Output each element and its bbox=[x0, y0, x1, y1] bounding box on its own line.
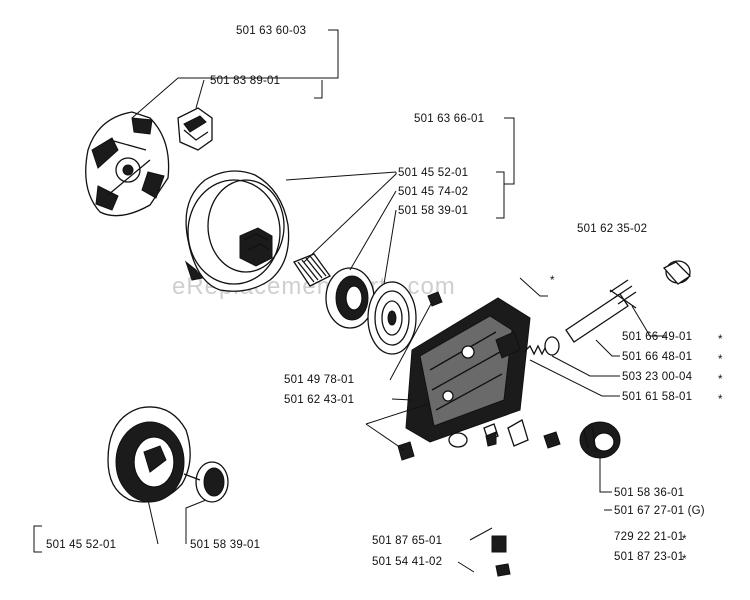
spare-drum-part bbox=[107, 406, 191, 503]
part-label: 501 58 36-01 bbox=[614, 487, 684, 499]
asterisk: * bbox=[718, 394, 723, 406]
pump-piston-part bbox=[565, 279, 637, 343]
part-label: 501 58 39-01 bbox=[190, 539, 260, 551]
part-label: 501 45 74-02 bbox=[398, 186, 468, 198]
part-label: 501 87 23-01 bbox=[614, 551, 684, 563]
part-label: 501 61 58-01 bbox=[622, 391, 692, 403]
washer-part bbox=[367, 281, 417, 355]
part-label: 501 54 41-02 bbox=[372, 556, 442, 568]
part-label: 501 83 89-01 bbox=[210, 75, 280, 87]
part-label: 501 67 27-01 (G) bbox=[614, 505, 705, 517]
spare-washer-part bbox=[183, 461, 229, 503]
part-label: 501 66 48-01 bbox=[622, 351, 692, 363]
part-label: 501 63 66-01 bbox=[414, 113, 484, 125]
asterisk: * bbox=[718, 334, 723, 346]
part-labels: 501 63 60-03 501 83 89-01 501 63 66-01 5… bbox=[46, 25, 705, 568]
part-label: 501 45 52-01 bbox=[46, 539, 116, 551]
part-label: 501 63 60-03 bbox=[236, 25, 306, 37]
rim-sprocket-part bbox=[325, 267, 375, 329]
part-label: 501 87 65-01 bbox=[372, 535, 442, 547]
worm-gear-part bbox=[579, 421, 621, 459]
oil-pump-housing bbox=[405, 297, 531, 443]
part-label: 501 62 35-02 bbox=[577, 223, 647, 235]
pump-spring-part bbox=[523, 336, 560, 356]
asterisk-marks: * * * * * * * bbox=[550, 275, 723, 566]
pump-screws bbox=[397, 419, 561, 461]
part-label: 501 66 49-01 bbox=[622, 331, 692, 343]
clutch-spring-part bbox=[177, 107, 213, 151]
part-label: 729 22 21-01 bbox=[614, 531, 684, 543]
part-label: 501 49 78-01 bbox=[284, 374, 354, 386]
asterisk: * bbox=[682, 554, 687, 566]
asterisk: * bbox=[718, 354, 723, 366]
asterisk: * bbox=[682, 534, 687, 546]
clutch-assembly bbox=[85, 111, 170, 217]
clutch-drum-part bbox=[184, 170, 290, 292]
pump-cap-part bbox=[662, 260, 692, 285]
part-label: 503 23 00-04 bbox=[622, 371, 693, 383]
leader-lines bbox=[33, 29, 666, 573]
needle-bearing-part bbox=[293, 253, 331, 287]
asterisk: * bbox=[718, 374, 723, 386]
asterisk: * bbox=[550, 275, 555, 287]
oil-hose-part bbox=[448, 432, 511, 577]
part-label: 501 58 39-01 bbox=[398, 205, 468, 217]
part-label: 501 45 52-01 bbox=[398, 167, 468, 179]
part-label: 501 62 43-01 bbox=[284, 394, 354, 406]
